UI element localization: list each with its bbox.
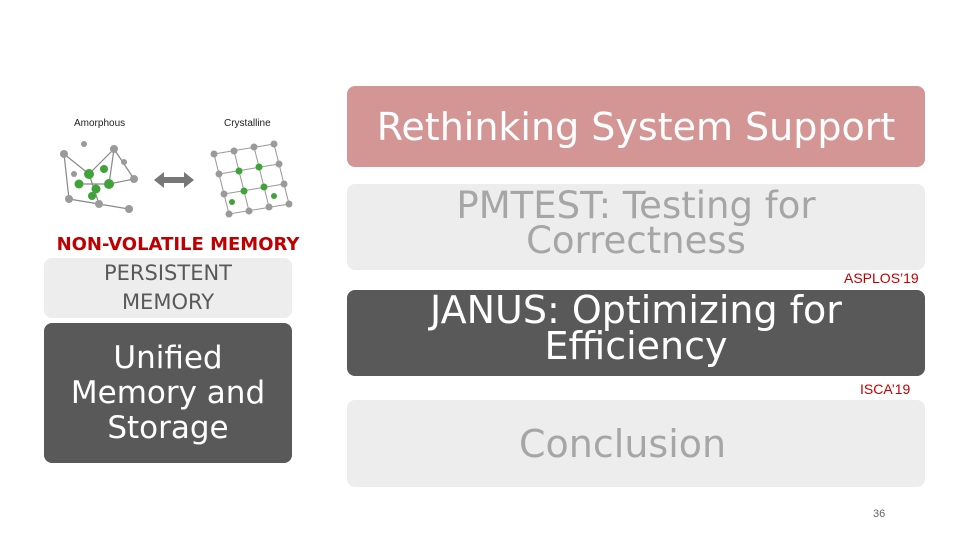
unified-memory-label: Unified Memory and Storage (70, 339, 266, 446)
persistent-memory-box: PERSISTENT MEMORY (44, 258, 292, 318)
amorphous-label: Amorphous (74, 118, 126, 129)
outline-item-conclusion: Conclusion (347, 400, 925, 487)
outline-item-janus: JANUS: Optimizing for Efficiency (347, 290, 925, 376)
crystalline-label: Crystalline (224, 118, 271, 129)
outline-item-pmtest: PMTEST: Testing for Correctness (347, 184, 925, 270)
outline-item-label: JANUS: Optimizing for Efficiency (430, 288, 842, 368)
nvm-heading: NON-VOLATILE MEMORY (56, 234, 300, 255)
double-arrow-icon (154, 172, 194, 188)
outline-item-label: Rethinking System Support (376, 104, 896, 149)
outline-item-rethinking: Rethinking System Support (347, 86, 925, 167)
outline-item-label: PMTEST: Testing for Correctness (456, 184, 816, 262)
crystalline-structure-icon (210, 140, 293, 218)
outline-item-label: Conclusion (519, 421, 727, 466)
persistent-memory-label: PERSISTENT MEMORY (103, 261, 232, 314)
page-number: 36 (873, 508, 886, 520)
unified-memory-box: Unified Memory and Storage (44, 323, 292, 463)
pmtest-venue-label: ASPLOS’19 (844, 270, 919, 286)
janus-venue-label: ISCA’19 (860, 381, 911, 397)
amorphous-structure-icon (60, 141, 138, 213)
phase-change-figure: Amorphous Crystalline (44, 110, 304, 220)
